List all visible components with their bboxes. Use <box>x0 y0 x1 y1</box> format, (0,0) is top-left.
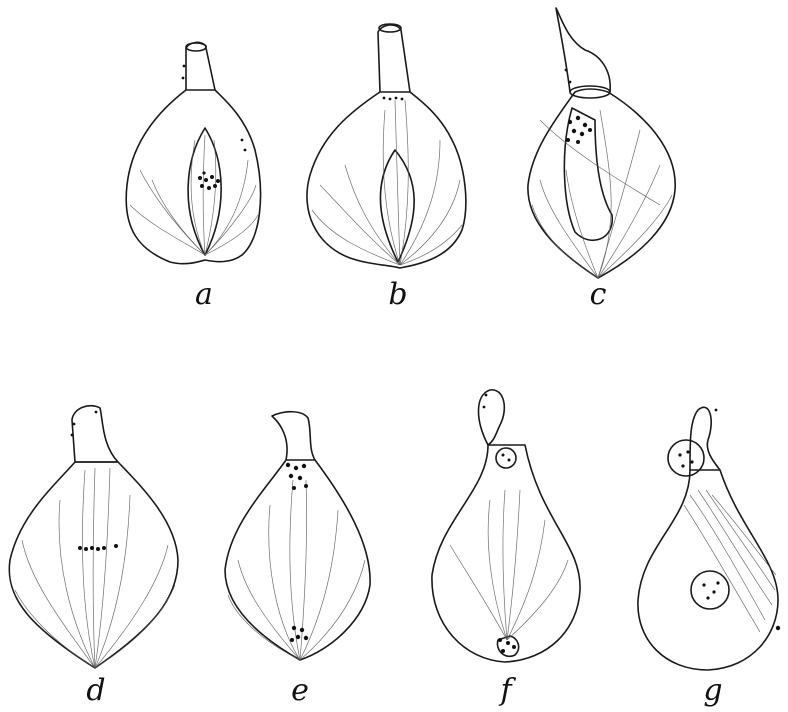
panel-c: c <box>528 8 675 312</box>
cell-b-granules <box>383 97 404 101</box>
cell-a-neck-opening <box>186 43 206 51</box>
cell-g-neck <box>690 407 720 470</box>
cell-g-fibers <box>684 490 776 632</box>
cell-b-fibers <box>312 100 462 265</box>
panel-e: e <box>225 412 370 708</box>
panel-label-d: d <box>86 673 105 708</box>
panel-label-c: c <box>590 277 607 312</box>
cell-g-body <box>638 470 778 670</box>
panel-f: f <box>432 390 580 708</box>
cell-f-nucleus-upper <box>496 448 516 468</box>
cell-b-body <box>307 92 466 268</box>
cell-c-neck <box>556 8 610 92</box>
cell-e-body <box>225 460 370 660</box>
cell-e-neck <box>272 412 315 460</box>
cell-c-fibers <box>532 110 672 278</box>
panel-label-g: g <box>703 673 722 708</box>
cell-f-neck <box>478 390 504 445</box>
cell-d-neck <box>72 406 118 462</box>
panel-label-b: b <box>388 277 407 312</box>
panel-label-f: f <box>498 673 516 708</box>
cell-g-spore-outer <box>668 440 704 476</box>
panel-b: b <box>307 24 466 312</box>
cell-e-fibers <box>228 480 365 660</box>
panel-g: g <box>638 407 780 708</box>
panel-a: a <box>126 42 260 312</box>
panel-d: d <box>9 406 178 708</box>
cell-e-granules <box>286 463 308 642</box>
cell-c-inner-body <box>564 108 612 240</box>
panel-label-a: a <box>195 277 213 312</box>
cell-b-neck <box>378 25 410 92</box>
cell-g-spore-inner <box>691 571 729 609</box>
panel-label-e: e <box>291 673 309 708</box>
cell-a-body <box>126 90 260 264</box>
